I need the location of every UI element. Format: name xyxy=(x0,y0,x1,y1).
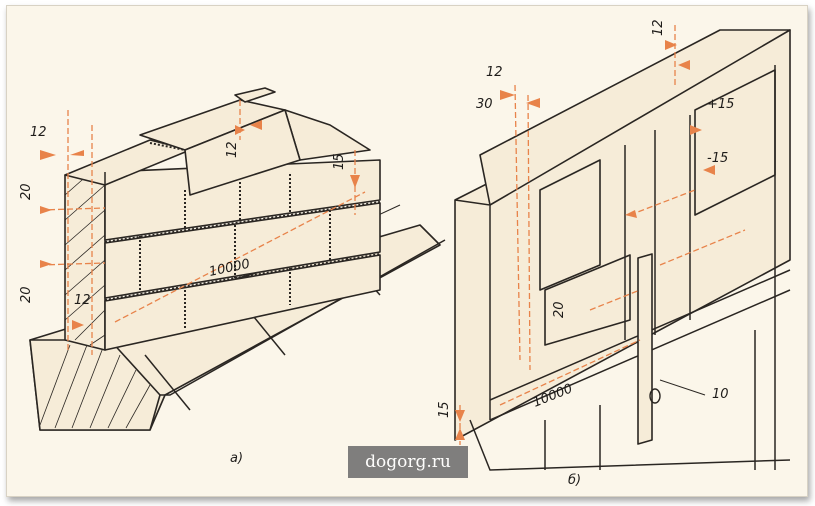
top-brick-cap xyxy=(234,87,276,103)
dim-a-top-left: 12 xyxy=(30,125,47,140)
dim-b-callout: 10 xyxy=(712,387,729,402)
dim-a-right-joint: 15 xyxy=(332,153,347,170)
dim-a-left-lower: 20 xyxy=(19,286,34,303)
window-left xyxy=(539,159,601,291)
dim-a-left-upper: 20 xyxy=(19,183,34,200)
level-bubble xyxy=(649,388,661,404)
dim-b-bottom-left: 15 xyxy=(437,401,452,418)
figure-a-dimensions xyxy=(39,100,366,355)
panel-top-strip xyxy=(479,29,791,206)
dim-b-middle: 20 xyxy=(552,301,567,318)
dim-a-top-brick: 12 xyxy=(225,141,240,158)
panel-left-edge xyxy=(454,199,491,420)
mortar-joint-2 xyxy=(104,253,381,301)
window-lower xyxy=(544,254,631,346)
figure-b-dimensions xyxy=(455,25,746,445)
plinth xyxy=(469,419,791,471)
head-joints xyxy=(139,174,331,330)
foundation-hatch xyxy=(39,344,151,429)
caption-b: б) xyxy=(568,473,581,488)
figure-b-panel-wall: 12 30 12 +15 -15 20 15 10000 10 б) xyxy=(437,19,791,488)
watermark-label: dogorg.ru xyxy=(348,446,468,478)
top-brick-front xyxy=(184,109,301,196)
caption-a: а) xyxy=(230,451,243,466)
dim-b-plus: +15 xyxy=(707,97,734,112)
wall-end-section xyxy=(64,171,106,351)
dim-b-top-left-2: 30 xyxy=(476,97,493,112)
dim-b-minus: -15 xyxy=(707,151,728,166)
dim-b-top-left-1: 12 xyxy=(486,65,503,80)
level-rod xyxy=(637,253,653,445)
callout-leader xyxy=(659,379,706,396)
top-mortar xyxy=(149,142,186,151)
dim-a-bottom-joint: 12 xyxy=(74,293,91,308)
figure-a-brick-wall: 12 12 15 20 20 12 10000 а) xyxy=(19,87,446,466)
dim-b-top-right: 12 xyxy=(651,19,666,36)
